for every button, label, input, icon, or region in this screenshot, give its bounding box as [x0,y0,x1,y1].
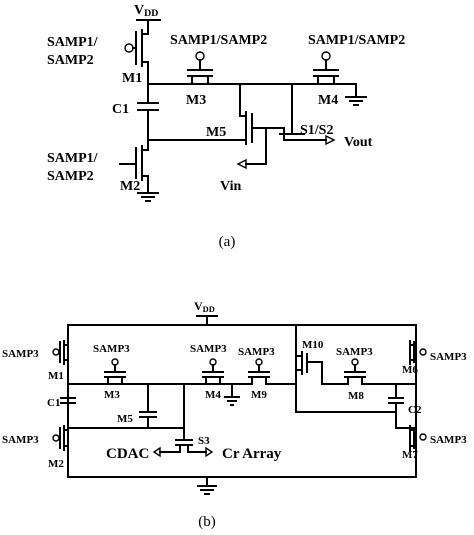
m8-label-b: M8 [348,390,364,402]
capacitor-c1-b [60,383,76,429]
switch-s3-b [152,427,214,458]
switch-s1s2-a [265,127,336,146]
samp3-m7-b: SAMP3 [430,434,467,446]
diagram-b: VDD SAMP3 M1 C1 [2,299,467,530]
samp3-m8-b: SAMP3 [336,346,373,358]
transistor-m1-b [52,340,69,365]
transistor-m6-b [409,340,427,365]
c2-label-b: C2 [408,404,422,416]
samp3-m6-b: SAMP3 [430,351,467,363]
m1-gate-label-a: SAMP1/ [47,35,99,50]
vdd-label-a: VDD [134,3,158,19]
m4-label-a: M4 [318,93,338,108]
m3-label-b: M3 [104,389,120,401]
m10-label-b: M10 [302,339,324,351]
transistor-m3-b [104,358,126,385]
m5-label-a: M5 [206,125,226,140]
transistor-m1-a [124,19,149,101]
samp3-m3-b: SAMP3 [93,343,130,355]
samp3-m1-b: SAMP3 [2,348,39,360]
outer-rail-b [67,324,417,478]
transistor-m7-b [409,425,427,451]
transistor-m2-b [52,425,69,451]
transistor-m5-a [239,111,267,146]
switch-label-a: S1/S2 [300,123,333,138]
m3-label-a: M3 [186,93,206,108]
transistor-m8-b [321,358,417,385]
s3-label-b: S3 [198,435,210,447]
vout-label-a: Vout [344,135,373,150]
m4-label-b: M4 [205,389,221,401]
transistor-m2-a [119,139,159,202]
samp3-m2-b: SAMP3 [2,434,39,446]
m2-label-b: M2 [48,458,64,470]
c1-label-a: C1 [112,102,129,117]
transistor-m3-a [187,51,213,85]
m1-label-a: M1 [122,71,142,86]
vin-label-a: Vin [220,179,241,194]
capacitor-c2-b [388,383,417,429]
cr-array-label-b: Cr Array [222,446,282,462]
samp3-m9-b: SAMP3 [238,346,275,358]
diagram-a: VDD SAMP1/ SAMP2 M1 SAMP1/SAMP2 M3 [47,3,405,250]
m6-label-b: M6 [402,364,418,376]
caption-b: (b) [198,514,216,530]
m2-gate-label-a: SAMP1/ [47,151,99,166]
transistor-m4-a [313,51,367,106]
m4-gate-label-a: SAMP1/SAMP2 [308,33,405,48]
transistor-m4-b [202,358,240,406]
vdd-label-b: VDD [194,299,215,314]
capacitor-c1-a [137,83,159,141]
transistor-m9-b [239,358,297,385]
caption-a: (a) [219,234,236,250]
m5-label-b: M5 [117,413,133,425]
transistor-m5-b [139,411,157,429]
m2-label-a: M2 [120,179,140,194]
m3-gate-label-a: SAMP1/SAMP2 [170,33,267,48]
transistor-m10-b [295,324,323,413]
m2-gate-label-a2: SAMP2 [47,169,94,184]
m1-label-b: M1 [48,370,64,382]
vin-port-a [236,144,267,170]
c1-label-b: C1 [47,397,60,409]
cdac-label-b: CDAC [106,446,149,462]
m7-label-b: M7 [402,449,418,461]
samp3-m4-b: SAMP3 [190,343,227,355]
m9-label-b: M9 [251,389,267,401]
m1-gate-label-a2: SAMP2 [47,53,94,68]
